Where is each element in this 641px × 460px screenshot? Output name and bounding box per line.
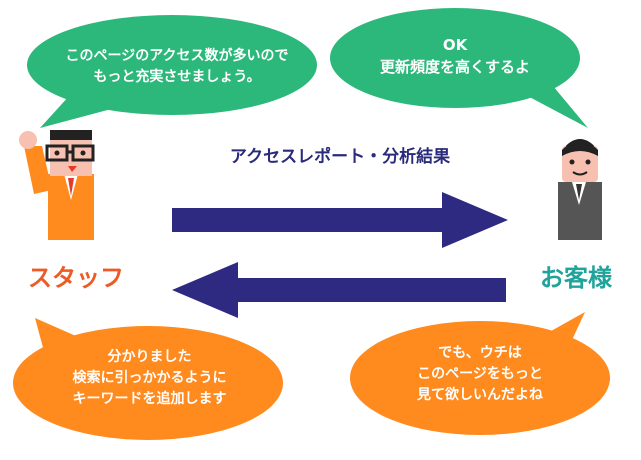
bubble-text-staff-bottom: 分かりました 検索に引っかかるように キーワードを追加します <box>22 347 277 410</box>
bubble-line: OK <box>442 36 468 54</box>
bubble-text-customer-bottom: でも、ウチは このページをもっと 見て欲しいんだよね <box>350 343 610 406</box>
staff-figure-icon <box>19 130 95 240</box>
customer-label: お客様 <box>540 264 612 292</box>
bubble-line: このページをもっと <box>417 366 543 382</box>
customer-figure-icon <box>558 139 602 240</box>
speech-bubble-customer-bottom <box>350 312 610 435</box>
arrow-left-icon <box>172 262 506 318</box>
bubble-line: 更新頻度を高くするよ <box>379 58 530 76</box>
bubble-line: でも、ウチは <box>438 345 522 361</box>
speech-bubble-staff-bottom <box>13 318 283 440</box>
bubble-text-staff-top: このページのアクセス数が多いので もっと充実させましょう。 <box>42 46 312 88</box>
diagram-caption: アクセスレポート・分析結果 <box>229 147 451 167</box>
speech-bubble-staff-top <box>27 15 317 128</box>
bubble-line: キーワードを追加します <box>72 391 227 407</box>
bubble-text-customer-top: OK 更新頻度を高くするよ <box>335 34 575 78</box>
bubble-line: このページのアクセス数が多いので <box>65 48 289 64</box>
speech-bubble-customer-top <box>330 8 588 128</box>
staff-label: スタッフ <box>28 264 124 292</box>
bubble-line: 分かりました <box>107 349 192 365</box>
bubble-line: もっと充実させましょう。 <box>93 69 261 85</box>
bubble-line: 見て欲しいんだよね <box>417 387 543 403</box>
arrow-right-icon <box>172 192 508 248</box>
bubble-line: 検索に引っかかるように <box>72 370 227 386</box>
